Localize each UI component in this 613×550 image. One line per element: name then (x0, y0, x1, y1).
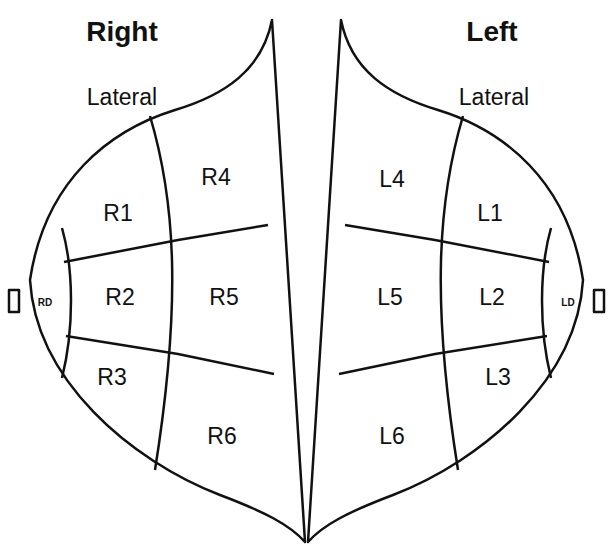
segment-line (339, 336, 547, 374)
region-label: R3 (97, 365, 126, 390)
right-lung (9, 20, 305, 542)
region-label: L4 (379, 167, 405, 192)
region-label: R6 (207, 424, 236, 449)
probe-marker (9, 290, 19, 312)
region-label: R4 (201, 165, 230, 190)
view-label: Lateral (459, 85, 529, 110)
region-label: R1 (103, 201, 132, 226)
side-title: Right (86, 17, 158, 48)
segment-line (66, 336, 274, 374)
region-label: R2 (105, 285, 134, 310)
left-lung (308, 20, 604, 542)
region-label: R5 (209, 285, 238, 310)
region-label: RD (38, 297, 52, 308)
view-label: Lateral (87, 85, 157, 110)
region-label: L3 (485, 365, 511, 390)
diaphragm-arc (62, 228, 71, 378)
lung-outline (30, 20, 305, 542)
side-title: Left (466, 17, 517, 48)
segment-line (150, 116, 172, 470)
segment-line (345, 225, 549, 262)
segment-line (441, 116, 463, 470)
region-label: L1 (477, 201, 503, 226)
region-label: L5 (377, 285, 403, 310)
region-label: LD (561, 297, 574, 308)
region-label: L6 (379, 424, 405, 449)
probe-marker (594, 290, 604, 312)
diaphragm-arc (542, 228, 551, 378)
segment-line (64, 225, 268, 262)
lung-outline (308, 20, 583, 542)
region-label: L2 (479, 285, 505, 310)
